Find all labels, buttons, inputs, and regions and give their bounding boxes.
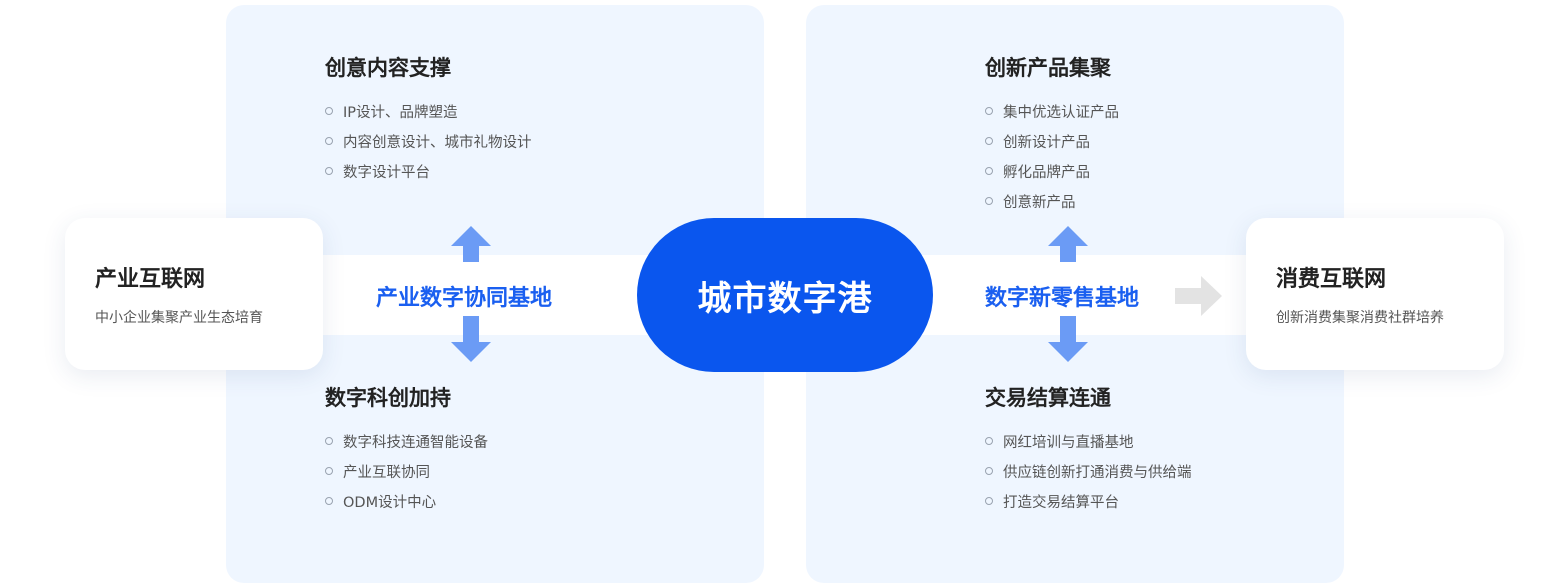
bullet-icon <box>325 137 333 145</box>
creative-content-group: 创意内容支撑 IP设计、品牌塑造 内容创意设计、城市礼物设计 数字设计平台 <box>325 52 532 186</box>
industry-internet-title: 产业互联网 <box>95 267 206 292</box>
bullet-icon <box>985 107 993 115</box>
list-item: 内容创意设计、城市礼物设计 <box>325 126 532 156</box>
group-title: 交易结算连通 <box>985 386 1111 410</box>
bullet-icon <box>325 107 333 115</box>
bullet-icon <box>985 197 993 205</box>
list-item: ODM设计中心 <box>325 486 488 516</box>
right-up-down-arrow-icon <box>1048 226 1088 362</box>
consumer-internet-title: 消费互联网 <box>1276 267 1387 292</box>
left-up-arrow-icon <box>451 226 491 362</box>
left-connector-band <box>322 255 662 335</box>
list-item-text: IP设计、品牌塑造 <box>343 104 458 121</box>
hub-title: 城市数字港 <box>697 278 873 319</box>
bullet-icon <box>985 497 993 505</box>
bullet-icon <box>325 467 333 475</box>
list-item: 创意新产品 <box>985 186 1119 216</box>
consumer-internet-card: 消费互联网 创新消费集聚消费社群培养 <box>1246 218 1504 370</box>
list-item: 打造交易结算平台 <box>985 486 1192 516</box>
industry-internet-card: 产业互联网 中小企业集聚产业生态培育 <box>65 218 323 370</box>
list-item-text: 内容创意设计、城市礼物设计 <box>343 134 532 151</box>
industry-internet-subtitle: 中小企业集聚产业生态培育 <box>95 310 263 326</box>
list-item: 集中优选认证产品 <box>985 96 1119 126</box>
city-digital-port-hub: 城市数字港 <box>637 218 933 372</box>
bullet-icon <box>985 137 993 145</box>
list-item: 产业互联协同 <box>325 456 488 486</box>
list-item-text: 集中优选认证产品 <box>1003 104 1119 121</box>
consumer-internet-subtitle: 创新消费集聚消费社群培养 <box>1276 310 1444 326</box>
list-item-text: 数字设计平台 <box>343 164 430 181</box>
list-item-text: 数字科技连通智能设备 <box>343 434 488 451</box>
group-title: 数字科创加持 <box>325 386 451 410</box>
list-item: IP设计、品牌塑造 <box>325 96 532 126</box>
list-item-text: 创新设计产品 <box>1003 134 1090 151</box>
list-item: 供应链创新打通消费与供给端 <box>985 456 1192 486</box>
group-title: 创意内容支撑 <box>325 56 451 80</box>
bullet-icon <box>985 167 993 175</box>
bullet-icon <box>985 437 993 445</box>
list-item: 创新设计产品 <box>985 126 1119 156</box>
bullet-icon <box>325 497 333 505</box>
list-item-text: 打造交易结算平台 <box>1003 494 1119 511</box>
industry-digital-base-label: 产业数字协同基地 <box>376 286 553 311</box>
bullet-icon <box>325 167 333 175</box>
list-item: 孵化品牌产品 <box>985 156 1119 186</box>
digital-tech-group: 数字科创加持 数字科技连通智能设备 产业互联协同 ODM设计中心 <box>325 382 488 516</box>
bullet-icon <box>325 437 333 445</box>
list-item: 数字设计平台 <box>325 156 532 186</box>
bullet-icon <box>985 467 993 475</box>
list-item-text: 网红培训与直播基地 <box>1003 434 1134 451</box>
right-arrow-icon <box>1175 276 1222 316</box>
digital-retail-base-label: 数字新零售基地 <box>985 286 1140 311</box>
list-item-text: 产业互联协同 <box>343 464 430 481</box>
list-item: 数字科技连通智能设备 <box>325 426 488 456</box>
list-item: 网红培训与直播基地 <box>985 426 1192 456</box>
list-item-text: 创意新产品 <box>1003 194 1076 211</box>
group-title: 创新产品集聚 <box>985 56 1111 80</box>
innovative-product-group: 创新产品集聚 集中优选认证产品 创新设计产品 孵化品牌产品 创意新产品 <box>985 52 1119 216</box>
list-item-text: 供应链创新打通消费与供给端 <box>1003 464 1192 481</box>
trade-settlement-group: 交易结算连通 网红培训与直播基地 供应链创新打通消费与供给端 打造交易结算平台 <box>985 382 1192 516</box>
list-item-text: ODM设计中心 <box>343 494 437 511</box>
list-item-text: 孵化品牌产品 <box>1003 164 1090 181</box>
